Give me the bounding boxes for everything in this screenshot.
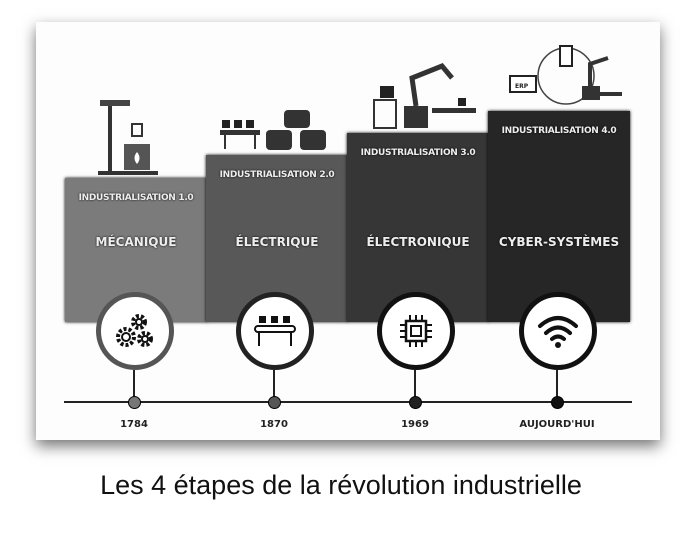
stage-label: INDUSTRIALISATION 2.0 [219,170,335,180]
year-label: AUJOURD'HUI [519,419,595,430]
year-label: 1969 [401,419,429,430]
timeline-stem [556,370,558,402]
timeline-dot [409,396,422,409]
steam-engine-icon [98,100,158,175]
caption: Les 4 étapes de la révolution industriel… [100,470,582,500]
timeline [64,401,632,403]
stage-label: INDUSTRIALISATION 4.0 [501,126,617,136]
robot-arm-icon [373,63,476,129]
stage-title: ÉLECTRONIQUE [366,235,470,249]
timeline-dot [551,396,564,409]
timeline-stem [414,370,416,402]
stage-title: CYBER-SYSTÈMES [498,235,620,249]
timeline-stem [133,370,135,402]
year-label: 1784 [120,419,148,430]
gears-icon [96,292,174,370]
conveyor-icon [236,292,314,370]
timeline-dot [268,396,281,409]
chip-icon [377,292,455,370]
timeline-stem [273,370,275,402]
wifi-icon [519,292,597,370]
cars-conveyor-icon [220,110,326,150]
stage-title: MÉCANIQUE [95,235,177,249]
stage-label: INDUSTRIALISATION 3.0 [360,148,476,158]
erp-label: ERP [515,83,529,90]
timeline-dot [128,396,141,409]
year-label: 1870 [260,419,288,430]
cyber-network-icon: ERP [509,45,622,105]
stage-label: INDUSTRIALISATION 1.0 [78,193,194,203]
stage-title: ÉLECTRIQUE [235,235,319,249]
